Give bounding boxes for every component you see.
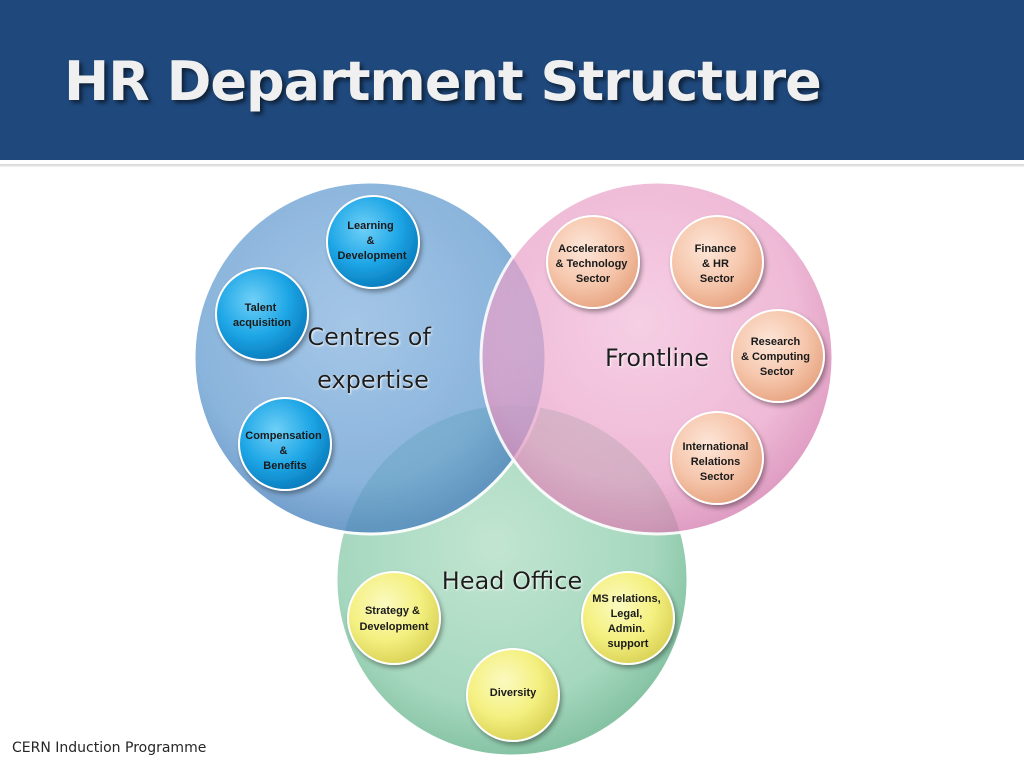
title-banner: [0, 0, 1024, 160]
node-strategy-development: Strategy & Development: [347, 571, 441, 665]
svg-text:Strategy & Development: Strategy & Development: [359, 605, 428, 633]
banner-divider: [0, 164, 1024, 167]
svg-text:MS relations, Legal,: MS relations, Legal, Admin. support: [592, 593, 664, 650]
node-compensation-benefits: Compensation & Benefits: [238, 397, 332, 491]
head-office-label: Head Office: [442, 567, 582, 595]
node-international-relations-sector: International Relations Sector: [670, 411, 764, 505]
svg-text:Finance & HR Secto: Finance & HR Sector: [695, 243, 740, 285]
svg-text:Research & Computing: Research & Computing Sector: [741, 336, 813, 378]
svg-text:Diversity: Diversity: [490, 687, 537, 699]
svg-text:International Relations: International Relations Sector: [682, 441, 751, 483]
node-diversity: Diversity: [466, 648, 560, 742]
footer-text: CERN Induction Programme: [12, 740, 207, 756]
node-talent-acquisition: Talent acquisition: [215, 267, 309, 361]
frontline-label: Frontline: [605, 344, 709, 372]
centres-of-expertise-label: Centres of expertise: [307, 323, 438, 394]
node-ms-relations-legal-admin-support: MS relations, Legal, Admin. support: [581, 571, 675, 665]
node-finance-hr-sector: Finance & HR Sector: [670, 215, 764, 309]
node-research-computing-sector: Research & Computing Sector: [731, 309, 825, 403]
svg-text:Talent acquisition: Talent acquisition: [233, 302, 291, 329]
node-learning-development: Learning & Development: [326, 195, 420, 289]
svg-text:Compensation & Ben: Compensation & Benefits: [245, 430, 324, 472]
svg-text:Accelerators & Technolog: Accelerators & Technology Sector: [556, 243, 631, 285]
node-accelerators-technology-sector: Accelerators & Technology Sector: [546, 215, 640, 309]
slide-title: HR Department Structure: [64, 50, 822, 113]
svg-text:Learning & Develop: Learning & Development: [337, 220, 406, 262]
banner-divider-light: [0, 160, 1024, 164]
